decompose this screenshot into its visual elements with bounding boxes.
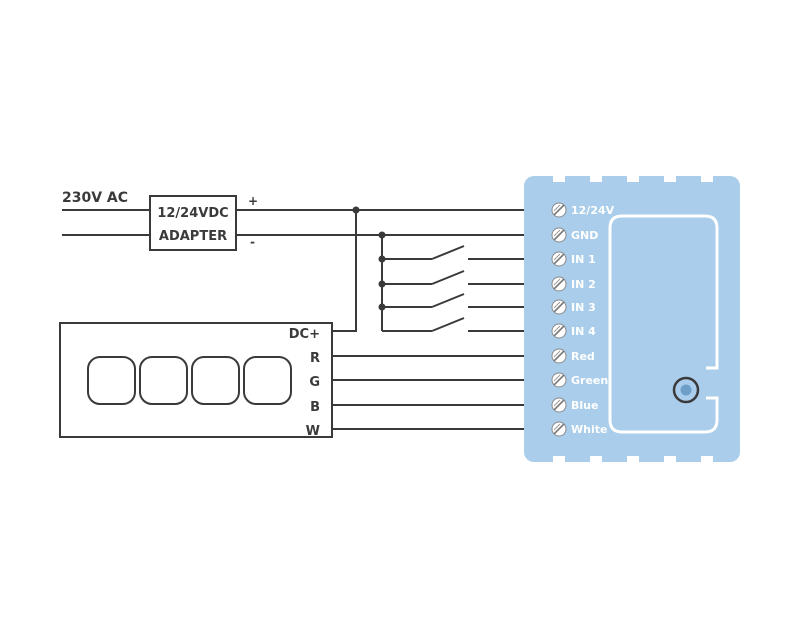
led-cell — [243, 356, 292, 405]
led-strip: DC+ R G B W — [59, 322, 333, 439]
strip-w-label: W — [306, 424, 320, 439]
module-body — [524, 176, 740, 462]
terminal-label-red: Red — [571, 350, 595, 363]
led-cell — [87, 356, 136, 405]
terminal-screw-icon — [551, 421, 567, 437]
terminal-label-green: Green — [571, 374, 608, 387]
terminal-screws — [551, 202, 567, 437]
module-inner-panel — [608, 214, 719, 434]
strip-power-wire — [312, 210, 357, 332]
plus-sign: + — [248, 194, 258, 208]
terminal-screw-icon — [551, 323, 567, 339]
strip-b-label: B — [310, 400, 320, 415]
minus-sign: - — [250, 235, 255, 249]
terminal-screw-icon — [551, 372, 567, 388]
led-strip-body — [59, 322, 333, 438]
terminal-label-blue: Blue — [571, 399, 598, 412]
switch-in1 — [382, 245, 528, 260]
terminal-screw-icon — [551, 348, 567, 364]
terminal-screw-icon — [551, 299, 567, 315]
terminal-label-in1: IN 1 — [571, 253, 596, 266]
switch-in3 — [382, 293, 528, 308]
terminal-label-gnd: GND — [571, 229, 598, 242]
adapter-line2: ADAPTER — [159, 229, 227, 244]
terminal-screw-icon — [551, 202, 567, 218]
module-notches — [553, 176, 713, 462]
strip-r-label: R — [310, 351, 320, 366]
module-button-ring — [672, 376, 700, 404]
strip-dc-label: DC+ — [289, 327, 320, 342]
terminal-screw-icon — [551, 397, 567, 413]
terminal-label-12-24v: 12/24V — [571, 204, 615, 217]
switch-in2 — [382, 270, 528, 285]
terminal-label-white: White — [571, 423, 607, 436]
led-cell — [139, 356, 188, 405]
module-button-icon — [680, 384, 692, 396]
adapter-box — [149, 195, 237, 251]
strip-g-label: G — [309, 375, 320, 390]
terminal-screw-icon — [551, 251, 567, 267]
terminal-screw-icon — [551, 276, 567, 292]
rgbw-controller-module: 12/24V GND IN 1 IN 2 IN 3 IN 4 Red Green… — [524, 176, 740, 462]
terminal-screw-icon — [551, 227, 567, 243]
switch-in4 — [382, 317, 528, 332]
adapter-line1: 12/24VDC — [157, 206, 228, 221]
mains-label: 230V AC — [62, 190, 128, 206]
junction-dot — [352, 206, 360, 214]
terminal-label-in4: IN 4 — [571, 325, 596, 338]
junction-dot — [378, 231, 386, 239]
terminal-label-in3: IN 3 — [571, 301, 596, 314]
led-cell — [191, 356, 240, 405]
terminal-label-in2: IN 2 — [571, 278, 596, 291]
power-adapter: 12/24VDC ADAPTER — [149, 195, 237, 251]
